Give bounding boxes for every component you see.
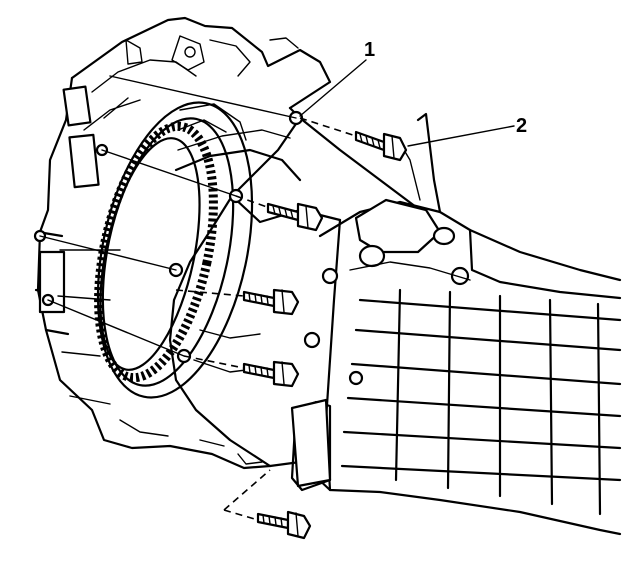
bolt-upper-right bbox=[299, 117, 408, 162]
bolt-lower-middle bbox=[183, 355, 300, 388]
callout-2-label: 2 bbox=[516, 115, 527, 137]
transmission-case-icon bbox=[290, 112, 622, 536]
bolt-icon bbox=[242, 360, 300, 388]
flywheel-ring-gear-icon bbox=[94, 101, 254, 399]
bolt-icon bbox=[242, 288, 300, 316]
bolt-bottom bbox=[223, 469, 312, 540]
bolt-icon bbox=[354, 130, 408, 162]
engine-block-icon bbox=[34, 16, 332, 470]
bolt-icon bbox=[266, 202, 324, 232]
bolt-middle bbox=[175, 288, 300, 316]
bolt-upper-middle bbox=[235, 195, 324, 232]
callout-2: 2 bbox=[407, 115, 527, 147]
bolt-icon bbox=[256, 510, 312, 540]
callout-1: 1 bbox=[299, 39, 375, 117]
callout-1-label: 1 bbox=[364, 39, 375, 61]
